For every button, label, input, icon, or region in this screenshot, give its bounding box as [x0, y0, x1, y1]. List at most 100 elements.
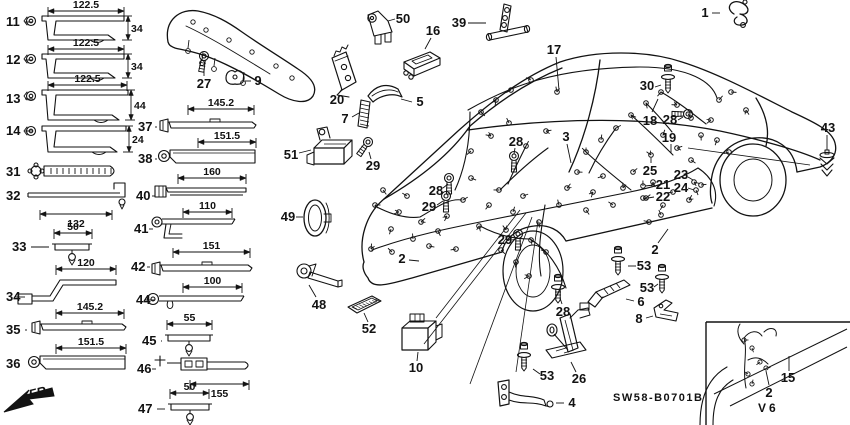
car-body-drawing [361, 52, 837, 312]
part-52-drawing: 52 [347, 295, 382, 336]
dimension-label: 151.5 [78, 336, 104, 348]
part-7-drawing: 7 [341, 99, 371, 129]
part-number-41: 41 [134, 221, 148, 236]
dimension-label: 44 [134, 100, 146, 112]
part-34-drawing: 120 34 [6, 257, 117, 305]
part-28-drawing: 28 [509, 134, 523, 173]
part-number-7: 7 [341, 111, 348, 126]
part-43-drawing: 43 [819, 120, 835, 177]
part-29-drawing: 29 [356, 136, 380, 173]
part-number-4: 4 [568, 395, 576, 410]
part-35-drawing: 145.235 [6, 301, 127, 337]
part-51-drawing: 51 [284, 126, 353, 166]
part-27-drawing: 27 [197, 50, 211, 91]
part-number-28: 28 [509, 134, 523, 149]
dimension-label: 155 [211, 388, 229, 400]
part-number-53: 53 [640, 280, 654, 295]
part-number-30: 30 [640, 78, 654, 93]
part-number-53: 53 [540, 368, 554, 383]
callout-22: 22 [656, 189, 670, 204]
fr-arrow [3, 387, 55, 413]
part-number-29: 29 [498, 232, 512, 247]
part-38-drawing: 151.5 38 [138, 130, 257, 166]
part-number-46: 46 [137, 361, 151, 376]
callout-17: 17 [547, 42, 561, 57]
part-number-42: 42 [131, 259, 145, 274]
part-50-drawing: 50 [367, 10, 410, 45]
part-53-drawing: 53 [610, 245, 651, 276]
dimension-label: 50 [184, 381, 196, 393]
part-4-drawing: 4 [497, 379, 576, 410]
part-number-35: 35 [6, 322, 20, 337]
part-36-drawing: 151.536 [6, 336, 127, 371]
part-number-10: 10 [409, 360, 423, 375]
part-29-drawing: 29 [422, 190, 452, 214]
part-number-16: 16 [426, 23, 440, 38]
front-marker-label: FR. [27, 382, 51, 402]
part-number-31: 31 [6, 164, 20, 179]
part-number-27: 27 [197, 76, 211, 91]
dimension-label: 50 [67, 221, 79, 233]
part-number-11: 11 [6, 14, 20, 29]
part-48-drawing: 48 [296, 263, 343, 312]
callout-3: 3 [562, 129, 569, 144]
part-number-28: 28 [663, 112, 677, 127]
dimension-label: 151.5 [214, 130, 240, 142]
dimension-label: 132 [67, 218, 85, 230]
part-number-52: 52 [362, 321, 376, 336]
part-28-drawing: 28 [550, 273, 570, 319]
part-53-drawing: 53 [640, 263, 670, 295]
callout-23: 23 [674, 167, 688, 182]
part-number-28: 28 [556, 304, 570, 319]
harness-wires [368, 66, 811, 385]
part-number-14: 14 [6, 123, 21, 138]
part-28-drawing: 28 [663, 108, 694, 127]
part-number-43: 43 [821, 120, 835, 135]
part-number-6: 6 [637, 294, 644, 309]
part-20-drawing: 20 [330, 44, 357, 107]
part-number-26: 26 [572, 371, 586, 386]
part-10-drawing: 10 [401, 313, 443, 375]
callout-2: 2 [398, 251, 405, 266]
part-1-drawing: 1 [701, 0, 749, 28]
part-28-drawing: 28 [429, 172, 455, 198]
part-6-drawing: 6 [587, 279, 645, 309]
dimension-label: 122.5 [73, 0, 99, 11]
engine-variant-label: V6 [758, 401, 779, 415]
part-53-drawing: 53 [516, 341, 554, 383]
callout-21: 21 [656, 177, 670, 192]
part-31-drawing: 31 [6, 162, 115, 180]
inset-callout-2: 2 [765, 385, 772, 400]
dimension-label: 160 [203, 166, 221, 178]
part-5-drawing: 5 [367, 84, 424, 109]
dimension-label: 110 [199, 200, 216, 212]
part-number-50: 50 [396, 11, 410, 26]
part-number-29: 29 [422, 199, 436, 214]
part-number-48: 48 [312, 297, 326, 312]
part-number-28: 28 [429, 183, 443, 198]
dimension-label: 122.5 [73, 37, 99, 49]
part-number-38: 38 [138, 151, 152, 166]
dimension-label: 120 [77, 257, 95, 269]
part-number-51: 51 [284, 147, 298, 162]
part-number-44: 44 [136, 292, 151, 307]
callout-18: 18 [643, 113, 657, 128]
part-number-5: 5 [416, 94, 423, 109]
inset-callout-15: 15 [781, 370, 795, 385]
part-number-45: 45 [142, 333, 156, 348]
part-number-8: 8 [635, 311, 642, 326]
part-number-34: 34 [6, 289, 21, 304]
dimension-label: 145.2 [208, 97, 234, 109]
